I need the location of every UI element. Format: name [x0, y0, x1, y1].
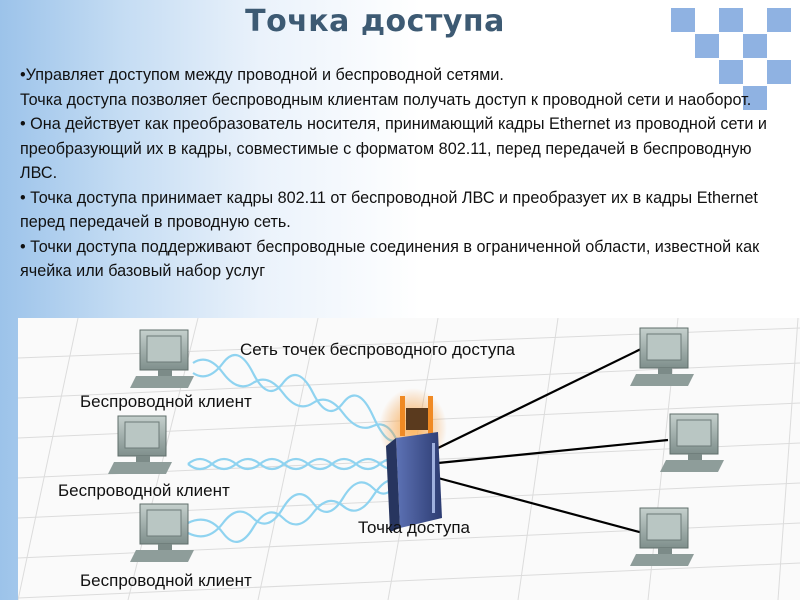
wired-computer-icon	[630, 507, 694, 566]
paragraph: Точка доступа позволяет беспроводным кли…	[20, 90, 752, 109]
wireless-client-label: Беспроводной клиент	[80, 392, 252, 411]
decorative-squares	[0, 0, 800, 120]
wave-top	[192, 358, 400, 444]
decor-square	[671, 8, 695, 32]
decor-square	[767, 60, 791, 84]
decor-square	[719, 60, 743, 84]
wired-computer-icon	[630, 327, 694, 386]
paragraph: • Точка доступа принимает кадры 802.11 о…	[20, 188, 758, 232]
wireless-signal-waves	[187, 353, 405, 543]
network-label: Сеть точек беспроводного доступа	[240, 340, 515, 359]
decor-square	[743, 86, 767, 110]
wave-middle	[187, 457, 405, 471]
access-point-router-icon	[379, 388, 447, 532]
wired-computer-icon	[660, 413, 724, 472]
access-point-label: Точка доступа	[358, 518, 470, 537]
wireless-client-computer-icon	[130, 503, 194, 562]
wired-link	[437, 347, 644, 449]
wave-middle	[187, 457, 405, 471]
decor-square	[695, 34, 719, 58]
wired-link	[437, 476, 644, 535]
decor-square	[767, 8, 791, 32]
network-diagram: Сеть точек беспроводного доступа Беспров…	[18, 318, 800, 600]
paragraph: •Управляет доступом между проводной и бе…	[20, 66, 504, 84]
wireless-client-label: Беспроводной клиент	[80, 571, 252, 590]
wireless-client-computer-icon	[130, 329, 194, 388]
wave-top	[192, 353, 399, 442]
slide-body-text: •Управляет доступом между проводной и бе…	[20, 63, 780, 284]
diagram-canvas	[18, 318, 800, 600]
paragraph: • Точки доступа поддерживают беспроводны…	[20, 237, 760, 281]
wave-bottom	[187, 477, 400, 538]
paragraph: • Она действует как преобразователь носи…	[20, 115, 767, 182]
wired-link	[437, 438, 669, 465]
wireless-client-label: Беспроводной клиент	[58, 481, 230, 500]
decor-square	[743, 34, 767, 58]
wired-connections	[437, 347, 669, 535]
decor-square	[719, 8, 743, 32]
slide-title: Точка доступа	[245, 4, 505, 39]
wireless-client-computer-icon	[108, 415, 172, 474]
wave-bottom	[187, 479, 399, 543]
